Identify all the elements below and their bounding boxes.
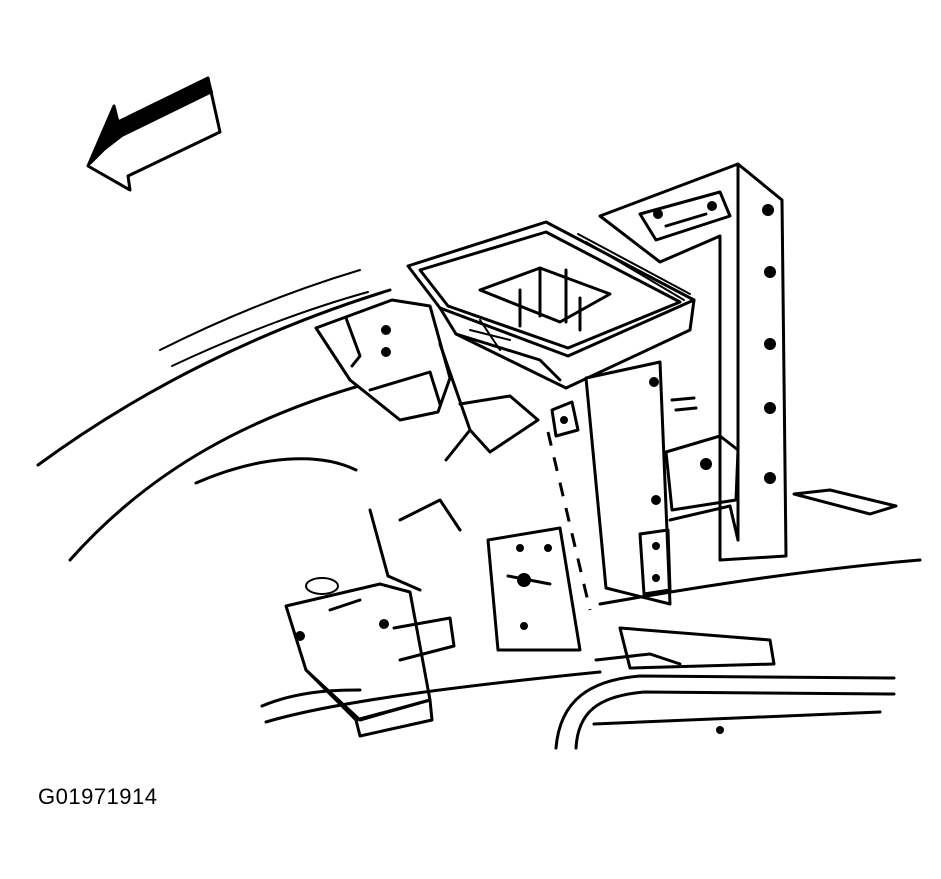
fender-apron: [260, 498, 602, 738]
forward-arrow-icon: [86, 76, 222, 192]
figure-code: G01971914: [38, 784, 158, 809]
left-mount-bracket: [314, 298, 540, 462]
lower-bracket: [486, 526, 582, 652]
tray-support-strut: [584, 360, 672, 606]
radiator-support: [598, 162, 898, 562]
lower-right-panel: [554, 558, 922, 750]
battery-tray: [406, 220, 696, 390]
retaining-clip: [550, 400, 580, 438]
install-path-line: [546, 431, 592, 611]
fender-outline: [36, 269, 392, 562]
